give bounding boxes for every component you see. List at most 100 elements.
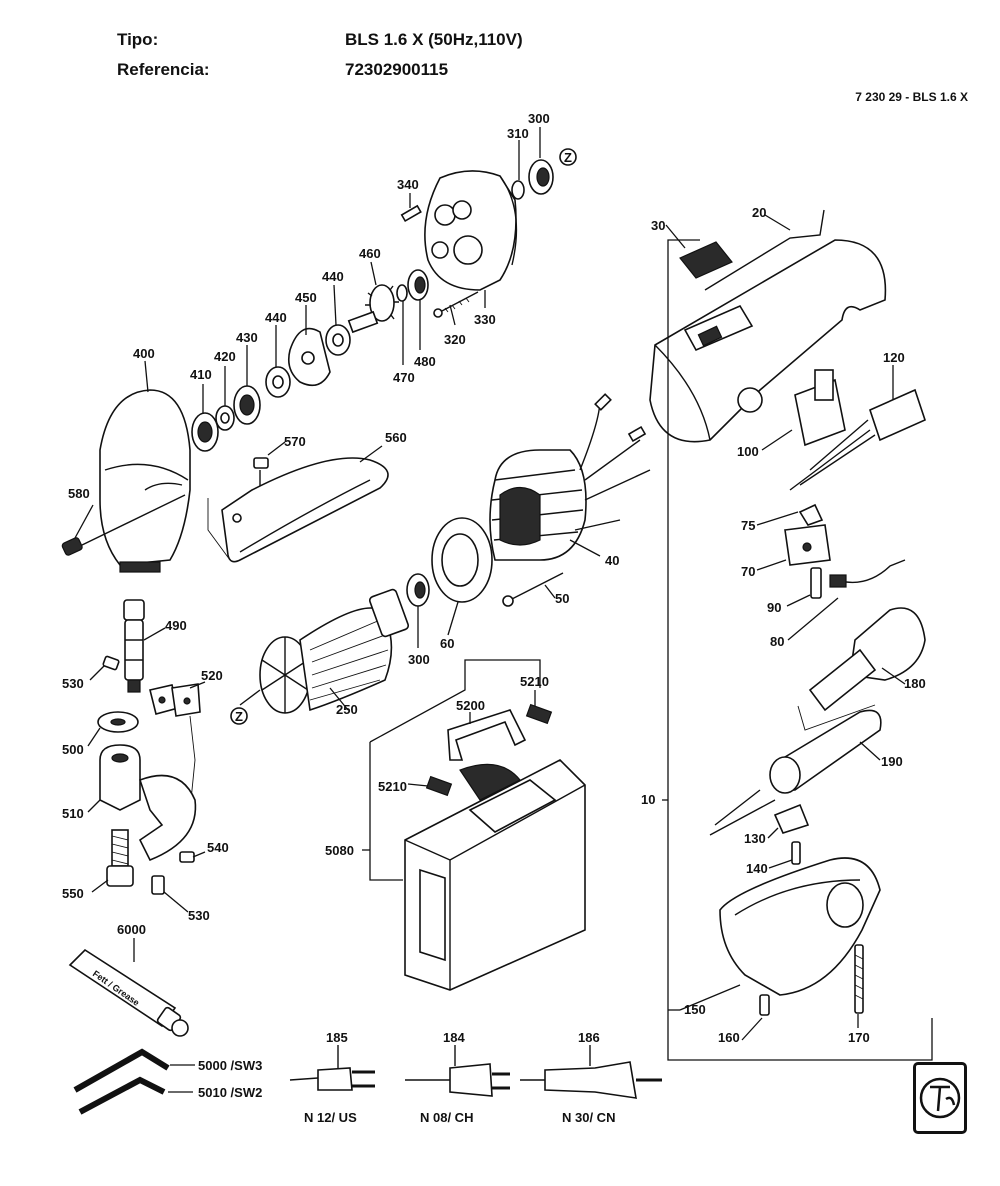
eccentric-450 (287, 327, 331, 387)
label-540: 540 (207, 840, 229, 855)
carry-case-5080 (404, 709, 586, 991)
label-5080: 5080 (325, 843, 354, 858)
label-plug-cn: N 30/ CN (562, 1110, 615, 1125)
label-100: 100 (737, 444, 759, 459)
label-520: 520 (201, 668, 223, 683)
housing-shell-150 (719, 857, 881, 996)
shaft-490 (123, 599, 145, 693)
screw-550 (106, 829, 134, 887)
label-430: 430 (236, 330, 258, 345)
label-410: 410 (190, 367, 212, 382)
screw-50 (502, 572, 564, 607)
label-340: 340 (397, 177, 419, 192)
label-10: 10 (641, 792, 655, 807)
label-120: 120 (883, 350, 905, 365)
label-75: 75 (741, 518, 755, 533)
label-300-lower: 300 (408, 652, 430, 667)
blade-520 (149, 683, 201, 717)
label-490: 490 (165, 618, 187, 633)
tipo-value: BLS 1.6 X (50Hz,110V) (345, 30, 523, 49)
label-330: 330 (474, 312, 496, 327)
motor-cover-180 (808, 607, 926, 712)
cable-120 (789, 388, 926, 491)
latch-5210-right (525, 703, 553, 725)
gear-shaft-460 (347, 284, 399, 334)
label-140: 140 (746, 861, 768, 876)
carbon-brush-80 (829, 559, 906, 588)
guide-560 (221, 457, 389, 563)
screw-540 (179, 851, 195, 863)
cable-clamp-130 (709, 789, 810, 836)
washer-500 (97, 711, 139, 733)
label-6000: 6000 (117, 922, 146, 937)
screw-320 (433, 291, 479, 318)
plug-us-185 (289, 1045, 375, 1091)
label-30: 30 (651, 218, 665, 233)
switch-button-30 (679, 241, 733, 279)
label-50: 50 (555, 591, 569, 606)
label-170: 170 (848, 1030, 870, 1045)
armature-250 (239, 588, 410, 714)
label-80: 80 (770, 634, 784, 649)
pin-340 (400, 204, 422, 223)
washer-440-top (325, 324, 351, 356)
label-470: 470 (393, 370, 415, 385)
label-185: 185 (326, 1030, 348, 1045)
brush-holder-75-70 (784, 503, 831, 566)
screw-570 (253, 457, 269, 486)
label-5200: 5200 (456, 698, 485, 713)
plug-ch-184 (405, 1045, 510, 1097)
label-5210-top: 5210 (520, 674, 549, 689)
grease-tube-6000: Fett / Grease (68, 948, 189, 1037)
label-440-top: 440 (322, 269, 344, 284)
label-450: 450 (295, 290, 317, 305)
bearing-300-top (528, 159, 554, 195)
label-20: 20 (752, 205, 766, 220)
baffle-ring-60 (431, 517, 493, 603)
label-400: 400 (133, 346, 155, 361)
screw-160 (759, 994, 770, 1016)
label-320: 320 (444, 332, 466, 347)
label-530-upper: 530 (62, 676, 84, 691)
washer-310 (511, 180, 525, 200)
ring-420 (215, 405, 235, 431)
referencia-value: 72302900115 (345, 60, 449, 79)
z-marker-top: Z (559, 148, 577, 166)
screw-530-upper (102, 655, 120, 671)
switch-rod-20 (704, 209, 825, 291)
latch-5210-left (425, 775, 453, 797)
screw-170 (854, 944, 864, 1014)
bearing-300-lower (406, 573, 430, 607)
svg-text:Z: Z (564, 150, 572, 165)
label-130: 130 (744, 831, 766, 846)
label-180: 180 (904, 676, 926, 691)
label-550: 550 (62, 886, 84, 901)
field-coil-40 (489, 393, 651, 561)
label-5000-sw3: 5000 /SW3 (198, 1058, 262, 1073)
label-310: 310 (507, 126, 529, 141)
label-60: 60 (440, 636, 454, 651)
screw-140 (791, 841, 801, 865)
washer-470 (396, 284, 408, 302)
label-480: 480 (414, 354, 436, 369)
label-plug-us: N 12/ US (304, 1110, 357, 1125)
bearing-480 (407, 269, 429, 301)
label-420: 420 (214, 349, 236, 364)
tipo-label: Tipo: (117, 30, 159, 49)
screw-90 (810, 567, 822, 599)
label-460: 460 (359, 246, 381, 261)
label-530-lower: 530 (188, 908, 210, 923)
hex-keys (73, 1048, 170, 1115)
gear-head-housing-400 (99, 389, 191, 573)
label-560: 560 (385, 430, 407, 445)
label-150: 150 (684, 1002, 706, 1017)
label-440-lower: 440 (265, 310, 287, 325)
bearing-410 (191, 412, 219, 452)
plug-cn-186 (520, 1045, 662, 1099)
label-300-top: 300 (528, 111, 550, 126)
label-plug-ch: N 08/ CH (420, 1110, 473, 1125)
label-40: 40 (605, 553, 619, 568)
label-160: 160 (718, 1030, 740, 1045)
handle-190 (769, 709, 882, 794)
